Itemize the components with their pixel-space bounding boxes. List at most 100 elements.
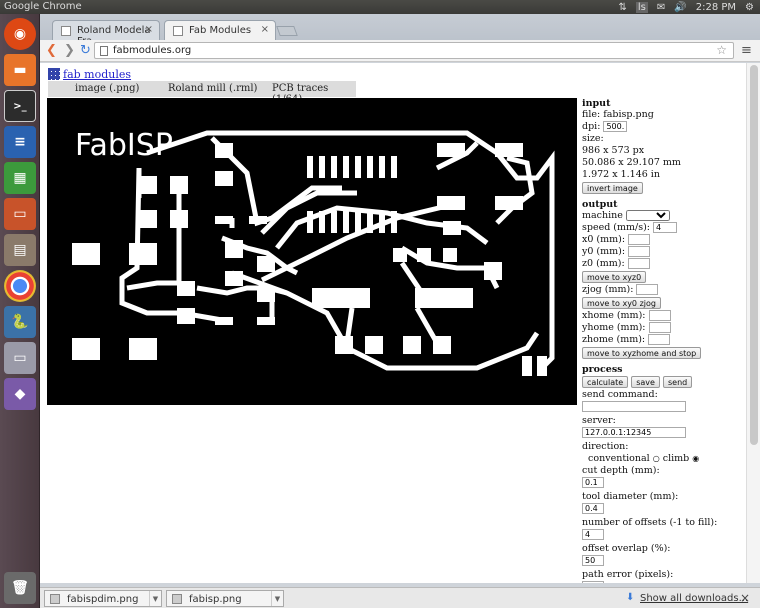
tab-fab-modules[interactable]: Fab Modules × [164, 20, 276, 40]
download-item[interactable]: fabisp.png ▼ [166, 590, 284, 607]
forward-icon[interactable]: ❯ [64, 43, 75, 58]
menu-icon[interactable]: ≡ [741, 43, 752, 58]
volume-icon[interactable]: 🔊 [674, 1, 687, 13]
clock[interactable]: 2:28 PM [695, 1, 737, 13]
ubuntu-dash-icon[interactable]: ◉ [4, 18, 36, 50]
python-icon[interactable]: 🐍 [4, 306, 36, 338]
format-chain-bar: image (.png) Roland mill (.rml) PCB trac… [48, 81, 356, 105]
page-icon [100, 46, 108, 56]
format-image[interactable]: image (.png) [75, 83, 140, 94]
overlap-row [582, 555, 744, 569]
close-icon[interactable]: × [260, 24, 269, 35]
trash-icon[interactable]: 🗑 [4, 572, 36, 604]
system-tray: ⇅ ls ✉ 🔊 2:28 PM ⚙ [618, 0, 754, 14]
writer-icon[interactable]: ≡ [4, 126, 36, 158]
xhome-input[interactable] [648, 310, 671, 321]
new-tab-button[interactable] [276, 26, 298, 36]
close-icon[interactable]: × [144, 24, 153, 35]
format-roland[interactable]: Roland mill (.rml) [168, 83, 258, 94]
terminal-icon[interactable]: >_ [4, 90, 36, 122]
pcb-preview-image: FabISP [47, 98, 577, 405]
zhome-input[interactable] [648, 334, 671, 345]
yhome-input[interactable] [648, 322, 671, 333]
chevron-down-icon[interactable]: ▼ [271, 591, 283, 606]
zjog-label: zjog (mm): [582, 284, 634, 295]
system-top-bar: Google Chrome ⇅ ls ✉ 🔊 2:28 PM ⚙ [0, 0, 760, 14]
size-mm: 50.086 x 29.107 mm [582, 157, 681, 168]
cut-depth-input[interactable] [582, 477, 604, 488]
x0-input[interactable] [628, 234, 651, 245]
move-home-button[interactable]: move to xyzhome and stop [582, 347, 702, 359]
downloads-bar: fabispdim.png ▼ fabisp.png ▼ ⬇ Show all … [40, 587, 760, 608]
zjog-input[interactable] [636, 284, 659, 295]
speed-row: speed (mm/s): [582, 222, 744, 234]
yhome-row: yhome (mm): [582, 322, 744, 334]
inkscape-icon[interactable]: ◆ [4, 378, 36, 410]
move-xyz0-button[interactable]: move to xyz0 [582, 271, 647, 283]
path-error-row [582, 581, 744, 583]
back-icon[interactable]: ❮ [46, 43, 57, 58]
xhome-row: xhome (mm): [582, 310, 744, 322]
server-label: server: [582, 415, 616, 426]
mail-icon[interactable]: ✉ [656, 1, 666, 13]
impress-icon[interactable]: ▭ [4, 198, 36, 230]
conventional-radio[interactable]: ○ [652, 454, 660, 463]
dpi-label: dpi: [582, 121, 601, 132]
navigation-bar: ❮ ❯ ↻ fabmodules.org ☆ ≡ [40, 40, 760, 62]
tool-diameter-input[interactable] [582, 503, 604, 514]
overlap-input[interactable] [582, 555, 604, 566]
window-title: Google Chrome [4, 1, 82, 12]
send-button[interactable]: send [662, 376, 693, 388]
save-button[interactable]: save [631, 376, 660, 388]
calculate-button[interactable]: calculate [582, 376, 629, 388]
machine-select[interactable] [625, 210, 670, 221]
settings-panel: input file: fabisp.png dpi: size: 986 x … [582, 98, 744, 583]
chevron-down-icon[interactable]: ▼ [149, 591, 161, 606]
calc-icon[interactable]: ▦ [4, 162, 36, 194]
xhome-label: xhome (mm): [582, 310, 646, 321]
bookmark-star-icon[interactable]: ☆ [716, 43, 727, 57]
archive-icon[interactable]: ▤ [4, 234, 36, 266]
dpi-input[interactable] [603, 121, 628, 132]
network-icon[interactable]: ⇅ [618, 1, 627, 13]
board-label: FabISP [75, 128, 173, 163]
send-command-input[interactable] [582, 401, 686, 412]
vertical-scroll-thumb[interactable] [750, 65, 758, 445]
fab-modules-link[interactable]: fab modules [48, 68, 131, 81]
offsets-label: number of offsets (-1 to fill): [582, 517, 718, 528]
download-filename: fabisp.png [189, 594, 242, 605]
climb-radio[interactable]: ◉ [692, 454, 700, 463]
page-icon [61, 26, 71, 36]
chrome-icon[interactable] [4, 270, 36, 302]
fab-logo-icon [48, 68, 60, 80]
invert-image-button[interactable]: invert image [582, 182, 643, 194]
zhome-label: zhome (mm): [582, 334, 646, 345]
web-page: fab modules image (.png) Roland mill (.r… [40, 63, 746, 583]
offsets-row [582, 529, 744, 543]
y0-input[interactable] [628, 246, 651, 257]
speed-input[interactable] [653, 222, 678, 233]
machine-row: machine [582, 210, 744, 222]
size-px: 986 x 573 px [582, 145, 645, 156]
offsets-input[interactable] [582, 529, 604, 540]
download-item[interactable]: fabispdim.png ▼ [44, 590, 162, 607]
move-xy0-button[interactable]: move to xy0 zjog [582, 297, 661, 309]
z0-input[interactable] [627, 258, 650, 269]
drive-icon[interactable]: ▭ [4, 342, 36, 374]
path-error-input[interactable] [582, 581, 604, 583]
show-all-downloads-link[interactable]: Show all downloads... [640, 593, 749, 604]
keyboard-icon[interactable]: ls [635, 1, 648, 13]
image-file-icon [50, 594, 60, 604]
settings-icon[interactable]: ⚙ [745, 1, 754, 13]
y0-label: y0 (mm): [582, 246, 626, 257]
send-command-row [582, 401, 744, 415]
tab-roland-modela[interactable]: Roland Modela Fra × [52, 20, 160, 47]
vertical-scrollbar[interactable] [746, 63, 760, 583]
address-bar[interactable]: fabmodules.org ☆ [94, 42, 734, 59]
download-arrow-icon: ⬇ [626, 592, 635, 603]
files-icon[interactable]: ▬ [4, 54, 36, 86]
close-icon[interactable]: × [740, 591, 751, 605]
reload-icon[interactable]: ↻ [80, 43, 91, 58]
tab-label: Fab Modules [189, 25, 252, 36]
server-input[interactable] [582, 427, 686, 438]
